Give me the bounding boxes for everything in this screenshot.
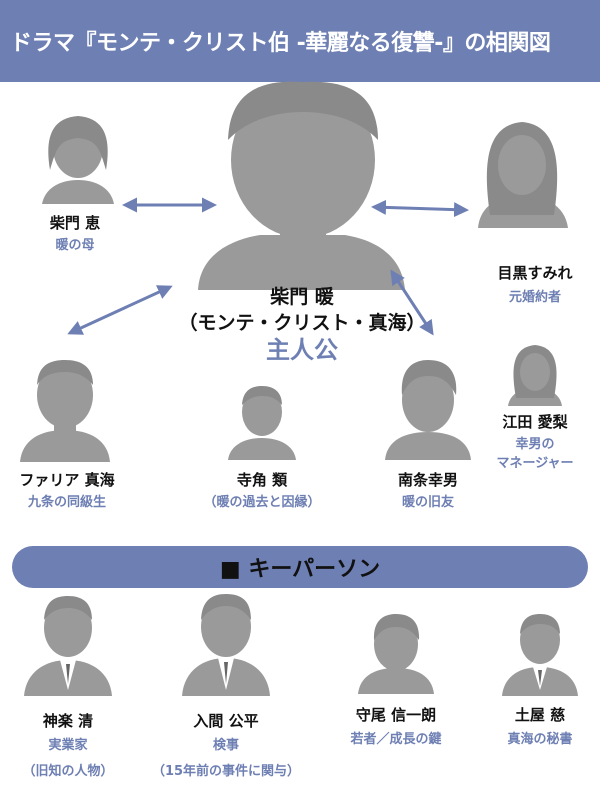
arrow-faria xyxy=(67,285,173,335)
terakado-name: 寺角 類 xyxy=(236,471,288,489)
mother-name: 柴門 恵 xyxy=(49,214,101,232)
kagura-name: 神楽 清 xyxy=(42,712,94,730)
kagura-note: （旧知の人物） xyxy=(22,764,114,779)
iruma-silhouette xyxy=(182,594,270,696)
nanjo-name: 南条幸男 xyxy=(397,471,459,489)
iruma-note: （15年前の事件に関与） xyxy=(151,764,301,779)
protagonist-role: 主人公 xyxy=(266,336,338,364)
arrow-ex-fiancee xyxy=(371,199,469,218)
manager-role-line1: 幸男の xyxy=(515,437,555,452)
protagonist-silhouette xyxy=(198,81,405,290)
manager-silhouette xyxy=(508,345,562,406)
tsuchiya-name: 土屋 慈 xyxy=(514,706,566,724)
page-title: ドラマ『モンテ・クリスト伯 -華麗なる復讐-』の相関図 xyxy=(0,0,600,82)
key-persons-banner: ■ キーパーソン xyxy=(12,546,588,588)
morio-silhouette xyxy=(358,614,434,694)
protagonist-alias: （モンテ・クリスト・真海） xyxy=(178,312,426,334)
ex-fiancee-name: 目黒すみれ xyxy=(497,264,573,282)
faria-name: ファリア 真海 xyxy=(19,471,115,489)
tsuchiya-silhouette xyxy=(502,614,578,696)
kagura-role: 実業家 xyxy=(48,738,88,753)
ex-fiancee-role: 元婚約者 xyxy=(508,290,562,305)
kagura-silhouette xyxy=(24,596,112,696)
morio-name: 守尾 信一朗 xyxy=(355,706,437,724)
protagonist-name: 柴門 暖 xyxy=(270,286,334,308)
iruma-name: 入間 公平 xyxy=(193,712,259,730)
manager-role-line2: マネージャー xyxy=(496,456,574,471)
iruma-role: 検事 xyxy=(212,738,240,753)
mother-silhouette xyxy=(42,116,114,204)
nanjo-role: 暖の旧友 xyxy=(401,495,455,510)
tsuchiya-role: 真海の秘書 xyxy=(507,732,573,747)
arrow-nanjo xyxy=(390,269,434,336)
faria-silhouette xyxy=(20,360,110,462)
faria-role: 九条の同級生 xyxy=(27,495,107,510)
ex-fiancee-silhouette xyxy=(478,122,568,228)
terakado-silhouette xyxy=(228,386,296,460)
morio-role: 若者／成長の鍵 xyxy=(350,732,442,747)
manager-name: 江田 愛梨 xyxy=(502,413,568,431)
mother-role: 暖の母 xyxy=(55,238,95,253)
nanjo-silhouette xyxy=(385,360,471,460)
terakado-role: （暖の過去と因縁） xyxy=(203,495,321,510)
